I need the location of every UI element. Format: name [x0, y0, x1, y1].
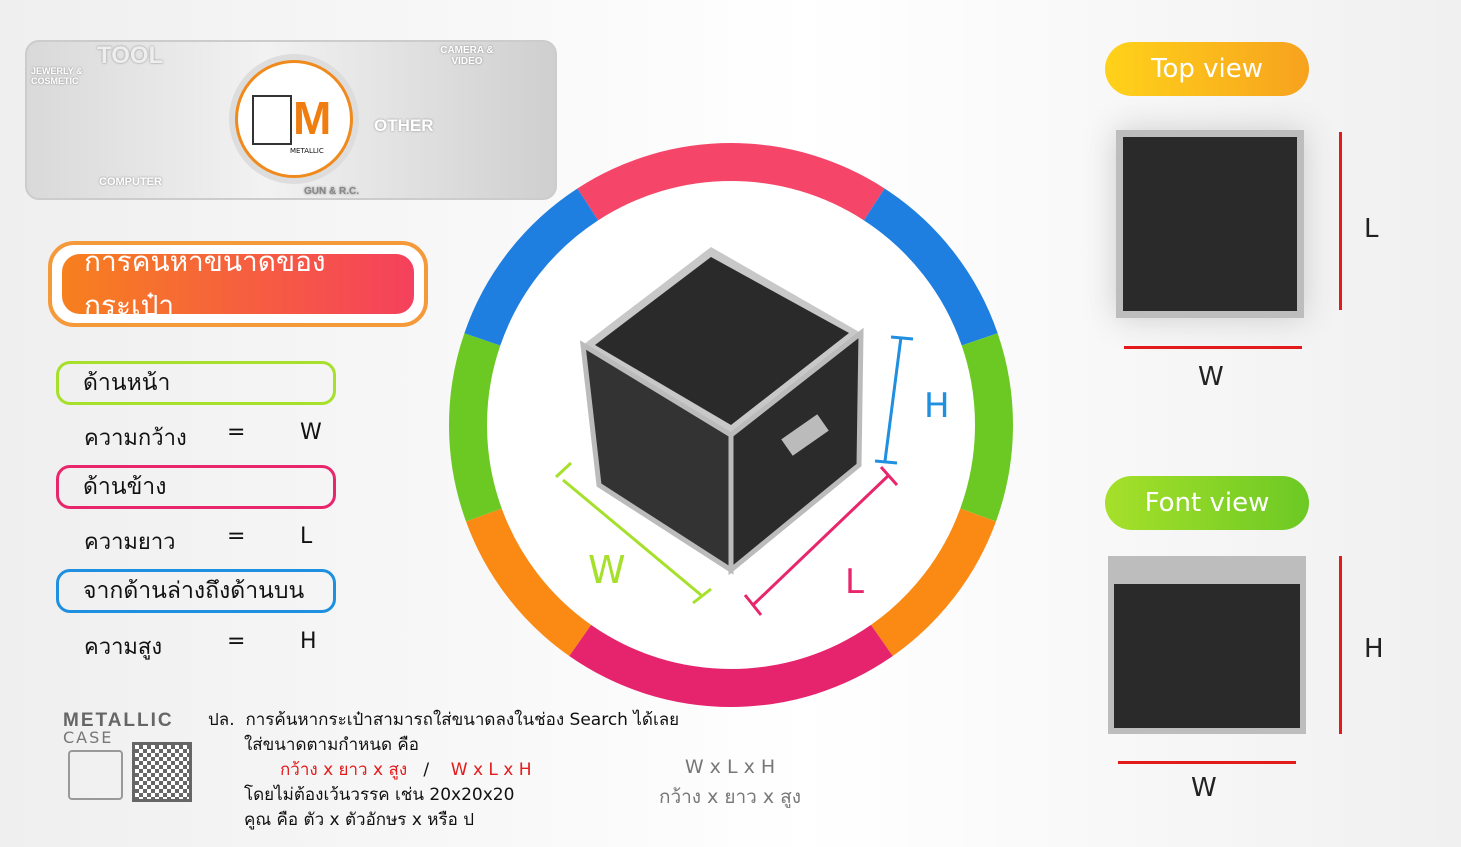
page-title: การค้นหาขนาดของกระเป๋า: [62, 245, 414, 322]
dim-symbol: H: [300, 629, 317, 654]
front-view-case: [1108, 556, 1306, 734]
ring-segment: [466, 508, 592, 657]
note-line: การค้นหากระเป๋าสามารถใส่ขนาดลงในช่อง Sea…: [245, 710, 680, 730]
top-view-badge: Top view: [1105, 42, 1309, 96]
brand-logo: M METALLIC: [235, 60, 353, 178]
logo-sub: METALLIC: [290, 147, 324, 155]
case-3d-illustration: [579, 247, 864, 576]
logo-letter: M: [293, 92, 332, 144]
slash: /: [423, 760, 430, 780]
w-measure-line: [1124, 346, 1302, 349]
ring-segment: [577, 143, 885, 221]
note-prefix: ปล.: [208, 710, 235, 730]
front-w-label: W: [1191, 773, 1217, 803]
format-english: W x L x H: [450, 760, 532, 780]
ring-segment: [569, 624, 893, 707]
dim-symbol: W: [300, 420, 322, 445]
title-badge: การค้นหาขนาดของกระเป๋า: [48, 241, 428, 327]
equals: =: [227, 629, 246, 654]
luggage-icon: [68, 750, 123, 800]
top-view-case: [1116, 130, 1304, 318]
color-ring-diagram: [449, 143, 1013, 707]
dim-label: ความยาว: [84, 530, 176, 555]
center-format: W x L x H กว้าง x ยาว x สูง: [650, 752, 810, 812]
footer-brand2: CASE: [63, 728, 114, 747]
ring-segment: [449, 333, 502, 522]
front-view-badge: Font view: [1105, 476, 1309, 530]
l-dimension-line: [751, 473, 891, 607]
ring-segment: [870, 508, 996, 657]
category-computer: COMPUTER: [99, 176, 162, 188]
equals: =: [227, 420, 246, 445]
category-jewelry: JEWERLY & COSMETIC: [31, 66, 83, 86]
tag-side: ด้านข้าง: [56, 465, 336, 509]
tag-height: จากด้านล่างถึงด้านบน: [56, 569, 336, 613]
h-label: H: [924, 386, 950, 426]
w-measure-line: [1118, 761, 1296, 764]
qr-code: [132, 742, 192, 802]
w-label: W: [588, 548, 626, 592]
equals: =: [227, 524, 246, 549]
top-l-label: L: [1364, 214, 1379, 244]
w-dimension-line: [562, 478, 702, 597]
dim-label: ความสูง: [84, 635, 163, 660]
ring-segment: [960, 333, 1013, 522]
center-format-th: กว้าง x ยาว x สูง: [658, 786, 802, 808]
tag-front: ด้านหน้า: [56, 361, 336, 405]
category-gun: GUN & R.C.: [304, 186, 359, 197]
category-other: OTHER: [374, 116, 434, 135]
format-thai: กว้าง x ยาว x สูง: [280, 760, 408, 780]
case-outline-icon: [252, 95, 292, 145]
ring-segment: [863, 188, 998, 346]
footer-note: ปล. การค้นหากระเป๋าสามารถใส่ขนาดลงในช่อง…: [208, 708, 679, 833]
category-banner: TOOL JEWERLY & COSMETIC COMPUTER CAMERA …: [25, 40, 557, 200]
top-w-label: W: [1198, 362, 1224, 392]
h-measure-line: [1339, 556, 1342, 734]
l-label: L: [845, 562, 864, 602]
category-tool: TOOL: [97, 42, 164, 69]
dim-symbol: L: [300, 524, 313, 549]
center-format-en: W x L x H: [684, 756, 776, 778]
note-line: ใส่ขนาดตามกำหนด คือ: [244, 735, 419, 755]
footer-brand: METALLIC: [63, 710, 174, 731]
dim-label: ความกว้าง: [84, 426, 187, 451]
note-line: คูณ คือ ตัว x ตัวอักษร x หรือ ป: [244, 810, 475, 830]
note-line: โดยไม่ต้องเว้นวรรค เช่น 20x20x20: [244, 785, 515, 805]
front-h-label: H: [1364, 634, 1384, 664]
l-measure-line: [1339, 132, 1342, 310]
category-camera: CAMERA & VIDEO: [440, 45, 494, 67]
h-dimension-line: [883, 336, 903, 462]
ring-segment: [464, 188, 599, 346]
